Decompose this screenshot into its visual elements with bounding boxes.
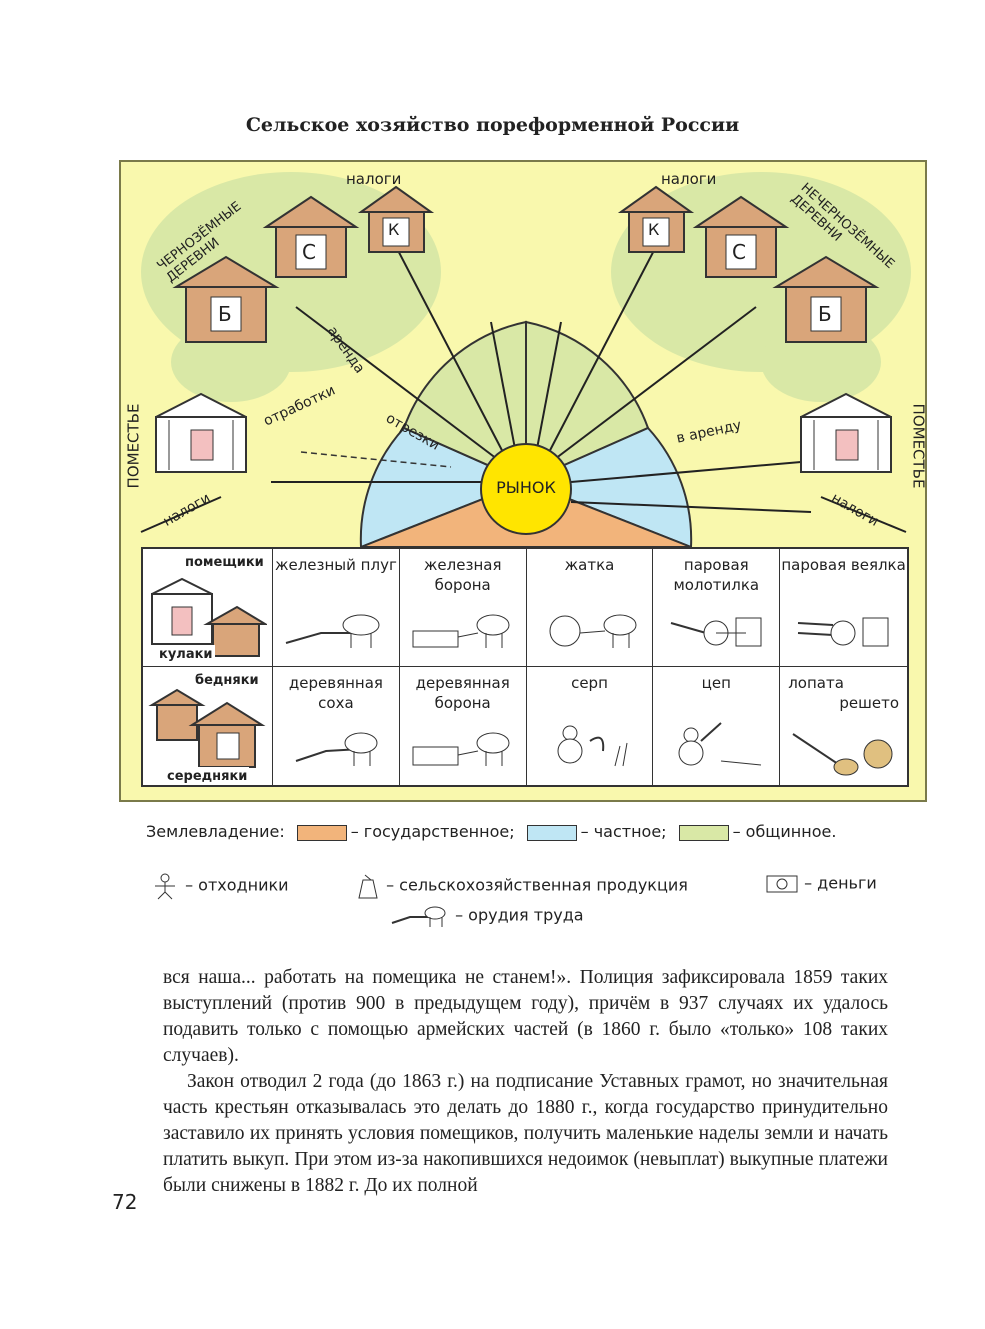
peasant-houses-icon [148, 688, 266, 768]
flail-icon [678, 722, 762, 766]
reaper-icon [549, 614, 637, 648]
market-circle [480, 443, 572, 535]
diagram-title: Сельское хозяйство пореформенной России [245, 114, 740, 136]
house-letter-kulak-left: К [388, 220, 400, 239]
tool-iron-harrow: железная борона [399, 549, 527, 667]
communal-swatch [678, 824, 729, 841]
house-kulak-right [617, 185, 695, 253]
house-kulak-left [357, 185, 435, 253]
agriculture-diagram: РЫНОК налоги налоги ЧЕРНОЗЁМНЫЕ ДЕРЕВНИ … [119, 160, 927, 802]
sack-icon [358, 874, 378, 899]
estate-label-left: ПОМЕСТЬЕ [124, 403, 143, 489]
legend-state: – государственное; [350, 822, 515, 841]
legend-tools-label: – орудия труда [455, 905, 584, 925]
house-letter-poor-left: Б [218, 302, 232, 326]
tool-steam-thresher: паровая молотилка [653, 549, 781, 667]
taxes-label-right: налоги [661, 170, 717, 188]
class-cell-rich: помещики кулаки [143, 549, 273, 667]
legend-money-label: – деньги [804, 873, 877, 893]
tools-table: помещики кулаки железный плуг железная б… [141, 547, 909, 787]
legend-private: – частное; [580, 822, 667, 841]
tool-steam-winnower: паровая веялка [780, 549, 907, 667]
sickle-icon [557, 725, 628, 767]
legend-produce: – сельскохозяйственная продукция [355, 872, 688, 900]
legend-land: Землевладение: – государственное; – частно… [146, 822, 836, 841]
tool-wooden-sokha: деревянная соха [273, 667, 400, 785]
legend-produce-label: – сельскохозяйственная продукция [386, 875, 688, 895]
landlords-label: помещики [183, 553, 266, 573]
middle-label: середняки [165, 767, 250, 785]
legend-otkhodniki-label: – отходники [185, 875, 289, 895]
house-poor-left [172, 255, 280, 343]
paragraph-1: вся наша... работать на помещика не стан… [163, 967, 888, 1066]
plough-icon [285, 614, 380, 648]
house-letter-poor-right: Б [818, 302, 832, 326]
house-poor-right [772, 255, 880, 343]
legend-communal: – общинное. [732, 822, 837, 841]
tool-sickle: серп [527, 667, 654, 785]
house-letter-middle-right: С [732, 240, 746, 264]
winnower-icon [798, 617, 889, 647]
wooden-harrow-icon [412, 732, 510, 766]
tool-wooden-harrow: деревянная борона [400, 667, 527, 785]
banknote-icon [766, 875, 798, 893]
otkhodnik-icon [155, 873, 175, 900]
body-text: вся наша... работать на помещика не стан… [163, 965, 888, 1199]
legend-land-title: Землевладение: [146, 822, 285, 841]
manor-icon [151, 577, 267, 657]
tool-legend-icon [391, 906, 446, 927]
manor-right [800, 392, 892, 473]
harrow-icon [412, 614, 510, 648]
legend-tools: – орудия труда [390, 903, 584, 929]
manor-left [155, 392, 247, 473]
poor-label: бедняки [193, 671, 261, 691]
sokha-icon [295, 732, 378, 766]
diagram-illustration [140, 172, 911, 549]
legend-otkhodniki: – отходники [150, 872, 289, 900]
house-middle-right [692, 195, 790, 278]
tool-iron-plough: железный плуг [273, 549, 400, 667]
house-middle-left [262, 195, 360, 278]
taxes-label-left: налоги [346, 170, 402, 188]
tool-flail: цеп [653, 667, 781, 785]
market-label: РЫНОК [496, 478, 556, 497]
kulaks-label: кулаки [157, 645, 215, 665]
shovel-sieve-icon [792, 733, 893, 776]
tool-reaper: жатка [526, 549, 654, 667]
private-swatch [526, 824, 577, 841]
house-letter-kulak-right: К [648, 220, 660, 239]
legend-money: – деньги [765, 872, 877, 896]
flow-arrows [140, 236, 907, 533]
page-number: 72 [112, 1190, 138, 1214]
class-cell-poor: бедняки середняки [143, 667, 273, 785]
house-letter-middle-left: С [302, 240, 316, 264]
paragraph-2: Закон отводил 2 года (до 1863 г.) на под… [163, 1071, 888, 1196]
estate-label-right: ПОМЕСТЬЕ [909, 403, 927, 489]
thresher-icon [671, 617, 762, 647]
state-swatch [296, 824, 347, 841]
